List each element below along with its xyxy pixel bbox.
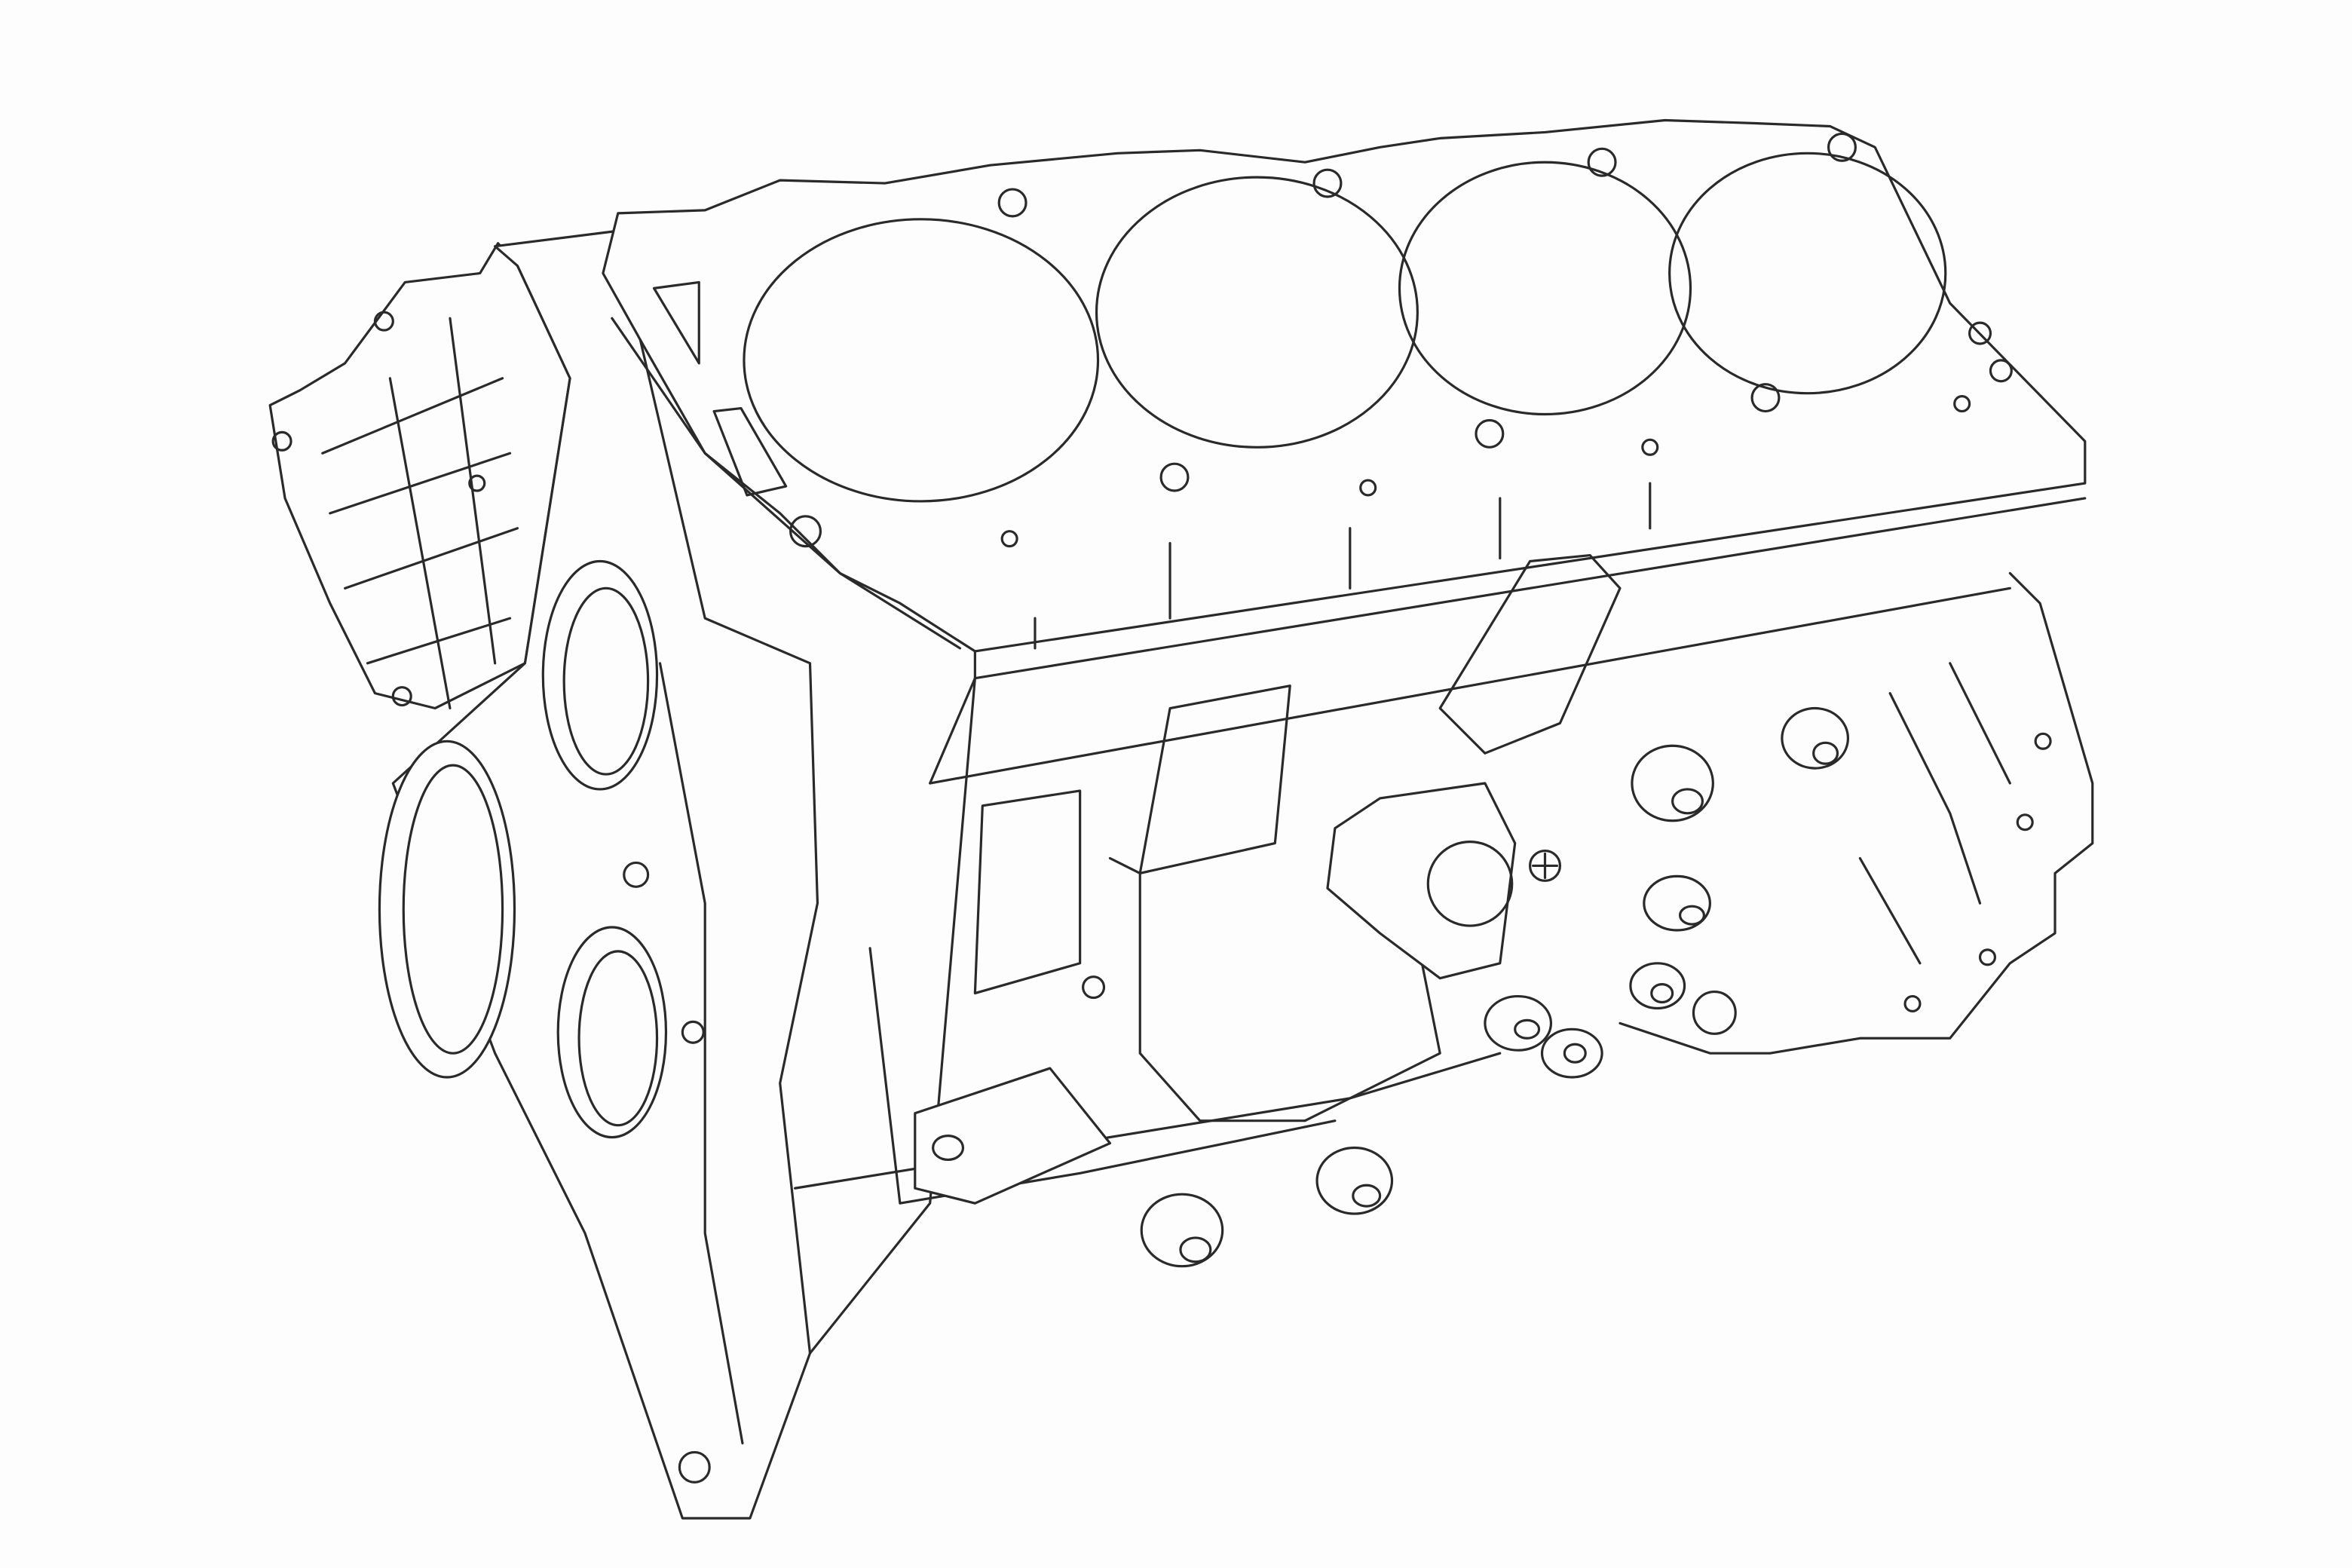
coolant-passages [652, 280, 788, 497]
front-face-plate [391, 221, 819, 1520]
oil-filter-housing [1082, 782, 1561, 1000]
cylinder-bore-1 [743, 218, 1100, 503]
cylinder-bores [743, 152, 1947, 503]
cylinder-deck [602, 118, 2087, 680]
cylinder-bore-3 [1398, 161, 1692, 416]
cylinder-bore-2 [1095, 176, 1419, 449]
rear-flange [1619, 571, 2094, 1055]
rear-ribbed-bracket [268, 242, 571, 710]
head-bolt-holes [789, 132, 2013, 548]
mounting-bosses [914, 706, 1850, 1268]
cylinder-bore-4 [1668, 152, 1947, 395]
front-bearing-bores [378, 559, 668, 1139]
